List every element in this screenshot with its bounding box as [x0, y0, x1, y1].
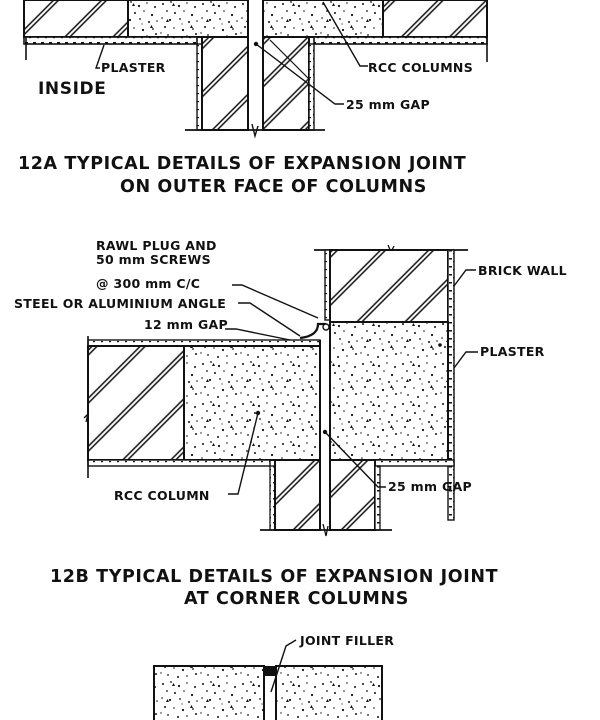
label-rcc-column: RCC COLUMN: [114, 488, 210, 503]
figure-12a: PLASTER INSIDE RCC COLUMNS 25 mm GAP: [23, 0, 488, 139]
label-25mm-gap: 25 mm GAP: [346, 97, 430, 112]
break-line-icon: [322, 523, 329, 537]
caption-12b-line2: AT CORNER COLUMNS: [184, 589, 409, 609]
brick-wall-right: [382, 0, 488, 38]
figure-12b: RAWL PLUG AND 50 mm SCREWS @ 300 mm C/C …: [14, 238, 567, 537]
label-plaster: PLASTER: [480, 344, 545, 359]
brick-wall-left: [23, 0, 129, 38]
caption-12a-line1: 12A TYPICAL DETAILS OF EXPANSION JOINT: [18, 154, 466, 174]
brick-wall-top: [329, 249, 449, 323]
label-rawl-plug-2: 50 mm SCREWS: [96, 252, 211, 267]
steel-angle: [299, 322, 326, 340]
joint-filler: [264, 666, 276, 676]
label-25mm-gap: 25 mm GAP: [388, 479, 472, 494]
brick-wall-left: [87, 345, 185, 461]
label-rcc-columns: RCC COLUMNS: [368, 60, 473, 75]
label-steel-angle: STEEL OR ALUMINIUM ANGLE: [14, 296, 226, 311]
rcc-column-left: [127, 0, 249, 38]
concrete-slab-left: [153, 665, 265, 720]
rcc-column-left: [183, 345, 321, 461]
plaster-bottom-left: [87, 459, 271, 467]
rcc-column-right: [329, 321, 449, 461]
brick-pier-left: [201, 36, 249, 131]
label-plaster: PLASTER: [101, 60, 166, 75]
plaster-strip-left: [23, 36, 198, 45]
plaster-pier-right: [374, 465, 381, 531]
brick-pier-right: [262, 36, 310, 131]
brick-pier-left: [274, 459, 321, 531]
caption-12b-line1: 12B TYPICAL DETAILS OF EXPANSION JOINT: [50, 567, 498, 587]
break-line-icon: [251, 123, 259, 139]
label-rawl-plug-1: RAWL PLUG AND: [96, 238, 217, 253]
label-rawl-plug-3: @ 300 mm C/C: [96, 276, 200, 291]
concrete-slab-right: [275, 665, 383, 720]
label-brick-wall: BRICK WALL: [478, 263, 567, 278]
label-12mm-gap: 12 mm GAP: [144, 317, 228, 332]
brick-pier-right: [329, 459, 376, 531]
figure-joint-filler: JOINT FILLER: [153, 633, 394, 720]
plaster-strip-right: [313, 36, 488, 45]
label-inside: INSIDE: [38, 79, 106, 99]
label-joint-filler: JOINT FILLER: [299, 633, 394, 648]
rcc-column-right: [262, 0, 384, 38]
caption-12a-line2: ON OUTER FACE OF COLUMNS: [120, 177, 427, 197]
